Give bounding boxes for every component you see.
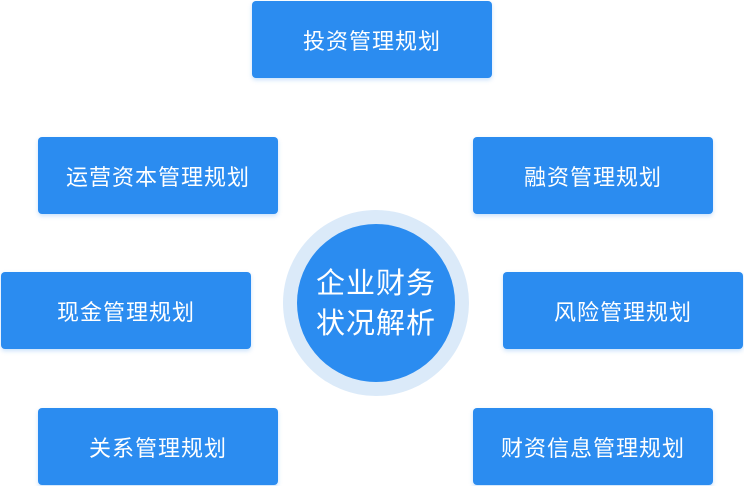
- node-financing-management: 融资管理规划: [473, 137, 713, 214]
- center-title-line-2: 状况解析: [315, 306, 436, 340]
- node-investment-management: 投资管理规划: [252, 1, 492, 78]
- node-label: 风险管理规划: [553, 300, 692, 326]
- node-cash-management: 现金管理规划: [1, 272, 251, 349]
- node-label: 投资管理规划: [302, 29, 441, 55]
- node-label: 运营资本管理规划: [65, 165, 250, 191]
- node-relationship-management: 关系管理规划: [38, 408, 278, 485]
- node-treasury-information-management: 财资信息管理规划: [473, 408, 713, 485]
- node-label: 关系管理规划: [88, 436, 227, 462]
- node-label: 现金管理规划: [56, 300, 195, 326]
- node-label: 融资管理规划: [523, 165, 662, 191]
- center-title-line-1: 企业财务: [315, 266, 436, 300]
- node-working-capital-management: 运营资本管理规划: [38, 137, 278, 214]
- center-node: 企业财务 状况解析: [297, 224, 455, 382]
- node-label: 财资信息管理规划: [500, 436, 685, 462]
- node-risk-management: 风险管理规划: [503, 272, 743, 349]
